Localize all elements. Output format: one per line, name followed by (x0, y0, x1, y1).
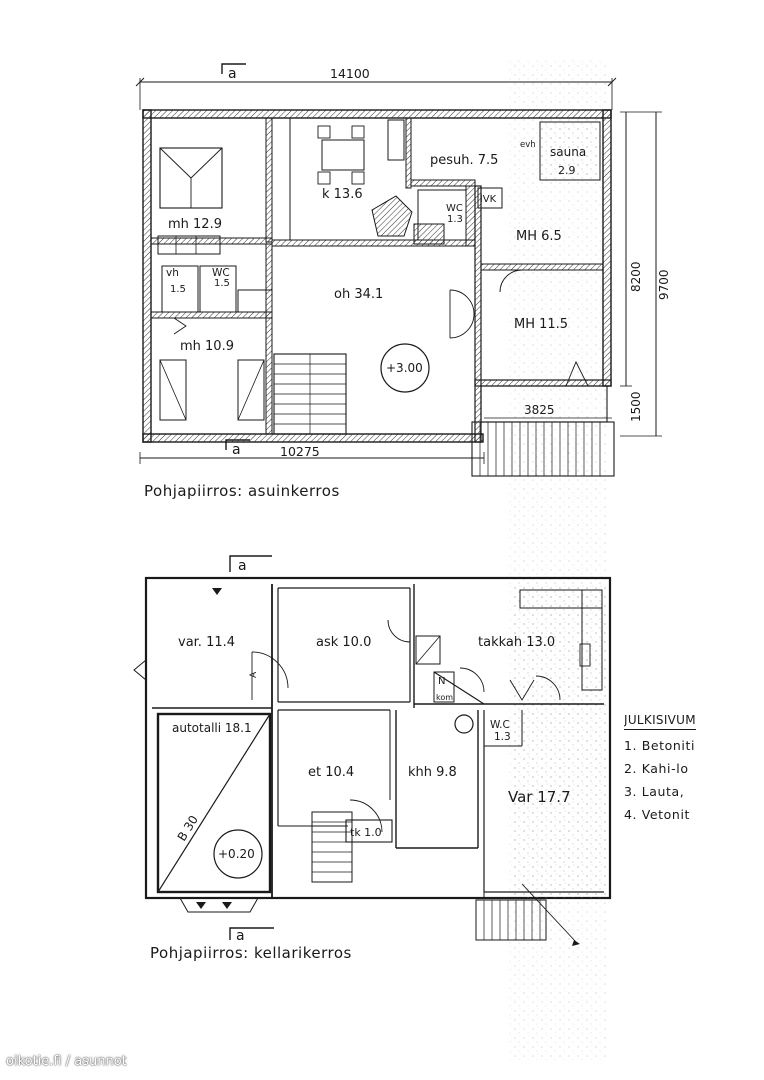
room-vh: vh (166, 267, 179, 279)
label-ramp: B 30 (175, 813, 201, 844)
room-mh-115: MH 11.5 (514, 317, 568, 332)
label-n: N (438, 676, 445, 687)
room-mh-main: mh 12.9 (168, 217, 222, 232)
lower-floor-plan (133, 555, 612, 946)
label-evh: evh (520, 140, 536, 150)
room-living: oh 34.1 (334, 287, 383, 302)
legend-item-3: 3. Lauta, (624, 784, 685, 799)
dim-height-main: 8200 (629, 261, 643, 292)
level-upper: +3.00 (386, 361, 423, 375)
scan-noise-band (508, 60, 608, 1060)
dim-width-top: 14100 (330, 66, 370, 81)
level-lower: +0.20 (218, 847, 255, 861)
room-wc-c-area: 1.3 (494, 731, 511, 743)
room-et: et 10.4 (308, 765, 354, 780)
label-a-mark: A (249, 671, 259, 678)
room-ask: ask 10.0 (316, 635, 371, 650)
upper-floor-plan (135, 63, 662, 477)
watermark: oikotie.fi / asunnot (6, 1054, 127, 1069)
legend-item-1: 1. Betoniti (624, 738, 696, 753)
room-kitchen: k 13.6 (322, 187, 363, 202)
legend-item-4: 4. Vetonit (624, 807, 691, 822)
section-mark-top: a (228, 66, 237, 82)
dim-width-bottom: 10275 (280, 444, 320, 459)
room-lvk: lVK (480, 194, 497, 205)
room-garage: autotalli 18.1 (172, 721, 252, 735)
dim-height-porch: 1500 (629, 391, 643, 422)
caption-lower-floor: Pohjapiirros: kellarikerros (150, 944, 352, 962)
dim-height-total: 9700 (657, 269, 671, 300)
room-wc-b-area: 1.5 (214, 278, 230, 289)
legend-title: JULKISIVUM (624, 713, 696, 730)
room-vh-area: 1.5 (170, 284, 186, 295)
room-mh-65: MH 6.5 (516, 229, 562, 244)
room-var-177: Var 17.7 (508, 788, 571, 806)
facade-legend: JULKISIVUM 1. Betoniti 2. Kahi-lo 3. Lau… (624, 712, 764, 832)
room-wash: pesuh. 7.5 (430, 153, 498, 168)
room-khh: khh 9.8 (408, 765, 457, 780)
label-kom: kom (436, 693, 453, 702)
section-mark-bottom: a (232, 442, 241, 458)
room-sauna-area: 2.9 (558, 164, 576, 177)
legend-item-2: 2. Kahi-lo (624, 761, 689, 776)
caption-upper-floor: Pohjapiirros: asuinkerros (144, 482, 340, 500)
room-tk: tk 1.0 (350, 826, 382, 839)
room-wc-b: WC (212, 267, 230, 279)
room-wc-a: WC (446, 203, 463, 214)
dim-width-porch: 3825 (524, 403, 555, 417)
room-var-114: var. 11.4 (178, 635, 235, 650)
room-sauna: sauna (550, 145, 586, 159)
room-wc-a-area: 1.3 (447, 214, 463, 225)
section-mark-lower-bottom: a (236, 928, 245, 944)
room-mh-109: mh 10.9 (180, 339, 234, 354)
section-mark-lower-top: a (238, 558, 247, 574)
room-takkah: takkah 13.0 (478, 635, 555, 650)
room-wc-c: W.C (490, 719, 510, 731)
